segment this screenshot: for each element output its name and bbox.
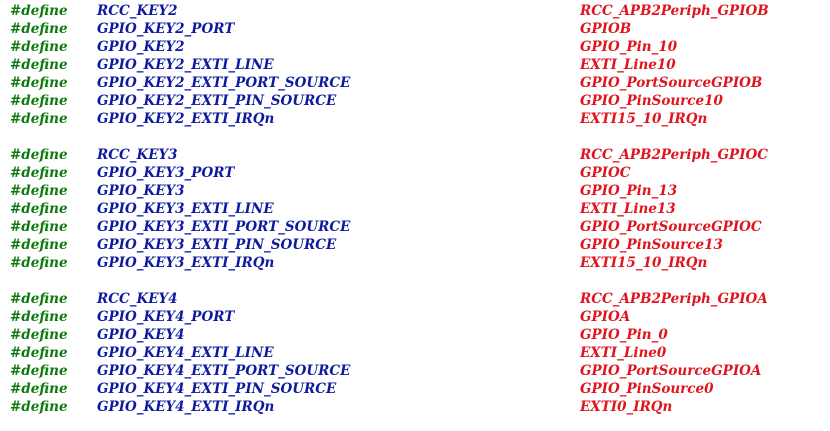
code-line[interactable]: #define GPIO_KEY4_EXTI_IRQn EXTI0_IRQn — [10, 398, 825, 416]
define-keyword: #define — [10, 237, 68, 253]
define-keyword: #define — [10, 363, 68, 379]
code-line[interactable]: #define GPIO_KEY2_PORT GPIOB — [10, 20, 825, 38]
macro-value: EXTI0_IRQn — [580, 399, 673, 415]
code-line[interactable]: #define GPIO_KEY2_EXTI_PORT_SOURCE GPIO_Po… — [10, 74, 825, 92]
macro-value: RCC_APB2Periph_GPIOA — [580, 291, 768, 307]
define-keyword: #define — [10, 381, 68, 397]
macro-value: GPIO_PortSourceGPIOA — [580, 363, 762, 379]
define-keyword: #define — [10, 21, 68, 37]
macro-name: GPIO_KEY2_EXTI_PIN_SOURCE — [97, 93, 337, 109]
macro-name: GPIO_KEY4_EXTI_PIN_SOURCE — [97, 381, 337, 397]
code-line[interactable]: #define GPIO_KEY4_EXTI_LINE EXTI_Line0 — [10, 344, 825, 362]
macro-value: GPIO_PinSource0 — [580, 381, 714, 397]
code-line[interactable]: #define GPIO_KEY2_EXTI_LINE EXTI_Line10 — [10, 56, 825, 74]
code-line[interactable]: #define GPIO_KEY3_EXTI_LINE EXTI_Line13 — [10, 200, 825, 218]
code-line[interactable]: #define GPIO_KEY3_EXTI_PIN_SOURCE GPIO_Pin… — [10, 236, 825, 254]
define-keyword: #define — [10, 201, 68, 217]
macro-value: GPIOA — [580, 309, 631, 325]
code-line[interactable]: #define GPIO_KEY2_EXTI_IRQn EXTI15_10_IRQn — [10, 110, 825, 128]
code-line[interactable]: #define GPIO_KEY2_EXTI_PIN_SOURCE GPIO_Pin… — [10, 92, 825, 110]
define-keyword: #define — [10, 165, 68, 181]
define-keyword: #define — [10, 399, 68, 415]
code-line[interactable]: #define GPIO_KEY3_EXTI_PORT_SOURCE GPIO_Po… — [10, 218, 825, 236]
macro-name: RCC_KEY4 — [97, 291, 178, 307]
macro-value: RCC_APB2Periph_GPIOC — [580, 147, 769, 163]
macro-name: RCC_KEY2 — [97, 3, 178, 19]
define-keyword: #define — [10, 183, 68, 199]
macro-value: GPIOC — [580, 165, 631, 181]
macro-name: GPIO_KEY3 — [97, 183, 185, 199]
code-line[interactable]: #define RCC_KEY2 RCC_APB2Periph_GPIOB — [10, 2, 825, 20]
macro-value: GPIO_Pin_10 — [580, 39, 678, 55]
define-keyword: #define — [10, 291, 68, 307]
macro-name: GPIO_KEY3_EXTI_PIN_SOURCE — [97, 237, 337, 253]
define-keyword: #define — [10, 57, 68, 73]
define-keyword: #define — [10, 309, 68, 325]
macro-name: GPIO_KEY3_EXTI_IRQn — [97, 255, 275, 271]
code-line[interactable]: #define RCC_KEY3 RCC_APB2Periph_GPIOC — [10, 146, 825, 164]
macro-value: EXTI15_10_IRQn — [580, 111, 708, 127]
macro-value: GPIO_PinSource10 — [580, 93, 723, 109]
macro-value: GPIO_Pin_0 — [580, 327, 668, 343]
define-keyword: #define — [10, 39, 68, 55]
code-line[interactable]: #define RCC_KEY4 RCC_APB2Periph_GPIOA — [10, 290, 825, 308]
define-keyword: #define — [10, 255, 68, 271]
define-keyword: #define — [10, 219, 68, 235]
macro-value: GPIO_Pin_13 — [580, 183, 678, 199]
macro-name: GPIO_KEY4_PORT — [97, 309, 235, 325]
macro-value: EXTI_Line10 — [580, 57, 676, 73]
macro-name: GPIO_KEY2_EXTI_PORT_SOURCE — [97, 75, 351, 91]
code-line[interactable]: #define GPIO_KEY3_PORT GPIOC — [10, 164, 825, 182]
define-keyword: #define — [10, 147, 68, 163]
macro-value: GPIO_PortSourceGPIOB — [580, 75, 763, 91]
macro-name: GPIO_KEY2_EXTI_IRQn — [97, 111, 275, 127]
macro-name: GPIO_KEY2 — [97, 39, 185, 55]
macro-name: GPIO_KEY3_EXTI_PORT_SOURCE — [97, 219, 351, 235]
macro-value: GPIOB — [580, 21, 632, 37]
macro-name: GPIO_KEY4_EXTI_LINE — [97, 345, 274, 361]
define-keyword: #define — [10, 75, 68, 91]
macro-value: RCC_APB2Periph_GPIOB — [580, 3, 769, 19]
macro-value: EXTI15_10_IRQn — [580, 255, 708, 271]
macro-name: GPIO_KEY2_PORT — [97, 21, 235, 37]
macro-name: GPIO_KEY3_EXTI_LINE — [97, 201, 274, 217]
define-keyword: #define — [10, 327, 68, 343]
macro-name: GPIO_KEY3_PORT — [97, 165, 235, 181]
macro-value: GPIO_PortSourceGPIOC — [580, 219, 762, 235]
define-keyword: #define — [10, 111, 68, 127]
macro-name: GPIO_KEY2_EXTI_LINE — [97, 57, 274, 73]
code-line[interactable]: #define GPIO_KEY4_EXTI_PIN_SOURCE GPIO_Pin… — [10, 380, 825, 398]
code-line[interactable]: #define GPIO_KEY4_PORT GPIOA — [10, 308, 825, 326]
define-keyword: #define — [10, 3, 68, 19]
code-line[interactable]: #define GPIO_KEY2 GPIO_Pin_10 — [10, 38, 825, 56]
macro-name: GPIO_KEY4_EXTI_PORT_SOURCE — [97, 363, 351, 379]
code-line[interactable]: #define GPIO_KEY3 GPIO_Pin_13 — [10, 182, 825, 200]
macro-value: GPIO_PinSource13 — [580, 237, 723, 253]
macro-name: GPIO_KEY4_EXTI_IRQn — [97, 399, 275, 415]
define-keyword: #define — [10, 345, 68, 361]
macro-value: EXTI_Line13 — [580, 201, 676, 217]
code-line[interactable]: #define GPIO_KEY3_EXTI_IRQn EXTI15_10_IRQn — [10, 254, 825, 272]
macro-name: RCC_KEY3 — [97, 147, 178, 163]
code-line[interactable]: #define GPIO_KEY4_EXTI_PORT_SOURCE GPIO_Po… — [10, 362, 825, 380]
macro-value: EXTI_Line0 — [580, 345, 667, 361]
define-keyword: #define — [10, 93, 68, 109]
code-line[interactable]: #define GPIO_KEY4 GPIO_Pin_0 — [10, 326, 825, 344]
macro-name: GPIO_KEY4 — [97, 327, 185, 343]
